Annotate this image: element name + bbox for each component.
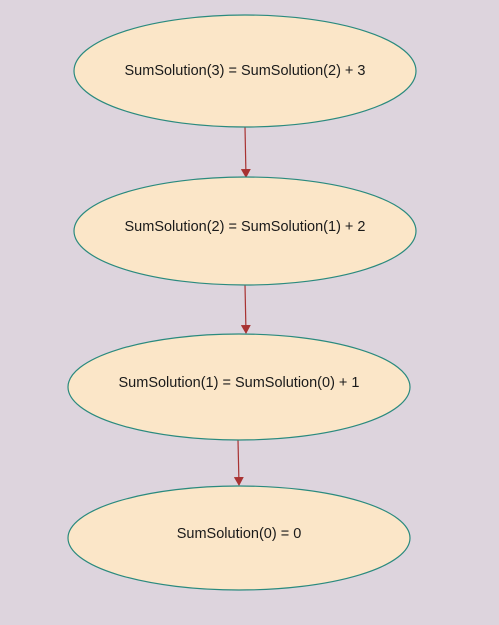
edge-n2-n1 <box>240 284 251 334</box>
node-ellipse <box>67 485 411 591</box>
node-label: SumSolution(3) = SumSolution(2) + 3 <box>125 63 366 79</box>
node-sumsolution-2[interactable]: SumSolution(2) = SumSolution(1) + 2 <box>73 176 417 286</box>
node-sumsolution-3[interactable]: SumSolution(3) = SumSolution(2) + 3 <box>73 14 417 128</box>
node-label: SumSolution(2) = SumSolution(1) + 2 <box>125 219 366 235</box>
node-label: SumSolution(0) = 0 <box>177 526 302 542</box>
edge-n3-n2 <box>240 126 251 178</box>
node-ellipse <box>73 14 417 128</box>
node-sumsolution-1[interactable]: SumSolution(1) = SumSolution(0) + 1 <box>67 333 411 441</box>
node-ellipse <box>73 176 417 286</box>
node-sumsolution-0[interactable]: SumSolution(0) = 0 <box>67 485 411 591</box>
node-ellipse <box>67 333 411 441</box>
node-label: SumSolution(1) = SumSolution(0) + 1 <box>119 375 360 391</box>
edge-n1-n0 <box>233 439 244 486</box>
